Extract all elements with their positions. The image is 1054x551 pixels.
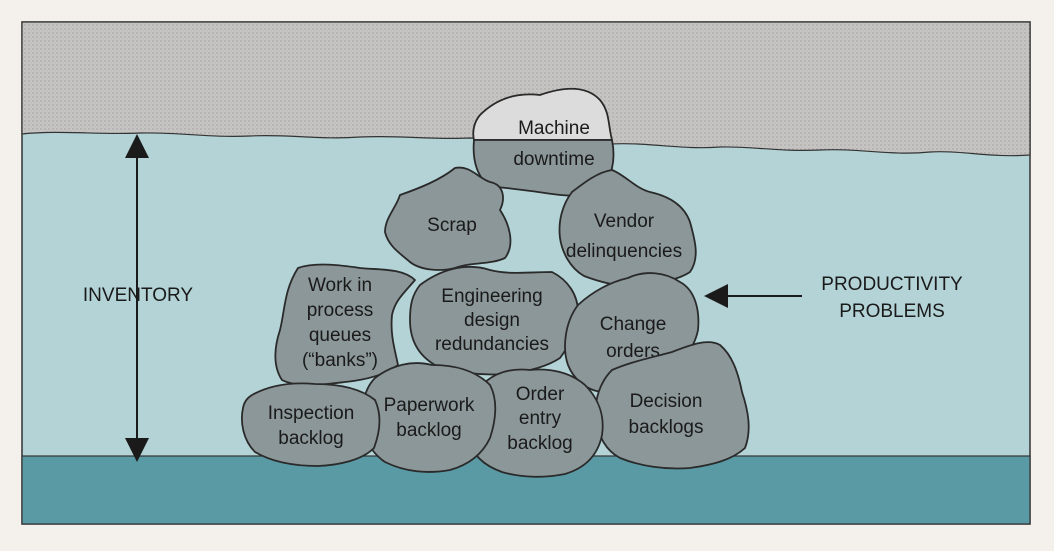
rock-decision-backlogs: Decision backlogs (594, 341, 750, 470)
rock-paperwork-backlog: Paperwork backlog (361, 362, 497, 473)
rock-scrap: Scrap (384, 166, 512, 271)
rock-label: redundancies (435, 334, 549, 355)
rock-label: backlogs (629, 417, 704, 438)
rock-label: orders (606, 341, 660, 362)
rock-label: backlog (507, 433, 573, 454)
rock-label: design (464, 310, 520, 331)
rock-label: process (307, 300, 374, 321)
rock-label: backlog (396, 420, 462, 441)
rock-label: (“banks”) (302, 350, 378, 371)
rock-label: Paperwork (384, 395, 475, 416)
rock-label: Change (600, 314, 667, 335)
rock-label: Engineering (441, 286, 542, 307)
rock-vendor-delinquencies: Vendor delinquencies (558, 169, 697, 287)
rock-label: Machine (518, 118, 590, 139)
rock-inspection-backlog: Inspection backlog (241, 382, 381, 467)
rock-label: Decision (630, 391, 703, 412)
productivity-problems-label-line-1: PRODUCTIVITY (821, 274, 963, 295)
rock-label: delinquencies (566, 241, 682, 262)
rock-label: queues (309, 325, 371, 346)
rock-label: backlog (278, 428, 344, 449)
rock-label: Inspection (268, 403, 355, 424)
rock-label: Order (516, 384, 565, 405)
rock-label: downtime (513, 149, 594, 170)
rock-work-in-process-queues: Work in process queues (“banks”) (274, 263, 416, 387)
rock-label: Scrap (427, 215, 477, 236)
rock-label: entry (519, 408, 562, 429)
productivity-problems-label-line-2: PROBLEMS (839, 301, 945, 322)
rock-engineering-design-redundancies: Engineering design redundancies (409, 266, 579, 376)
rock-label: Work in (308, 275, 372, 296)
inventory-label: INVENTORY (83, 285, 193, 306)
rock-label: Vendor (594, 211, 655, 232)
rock-machine-downtime: Machine downtime (472, 88, 615, 197)
